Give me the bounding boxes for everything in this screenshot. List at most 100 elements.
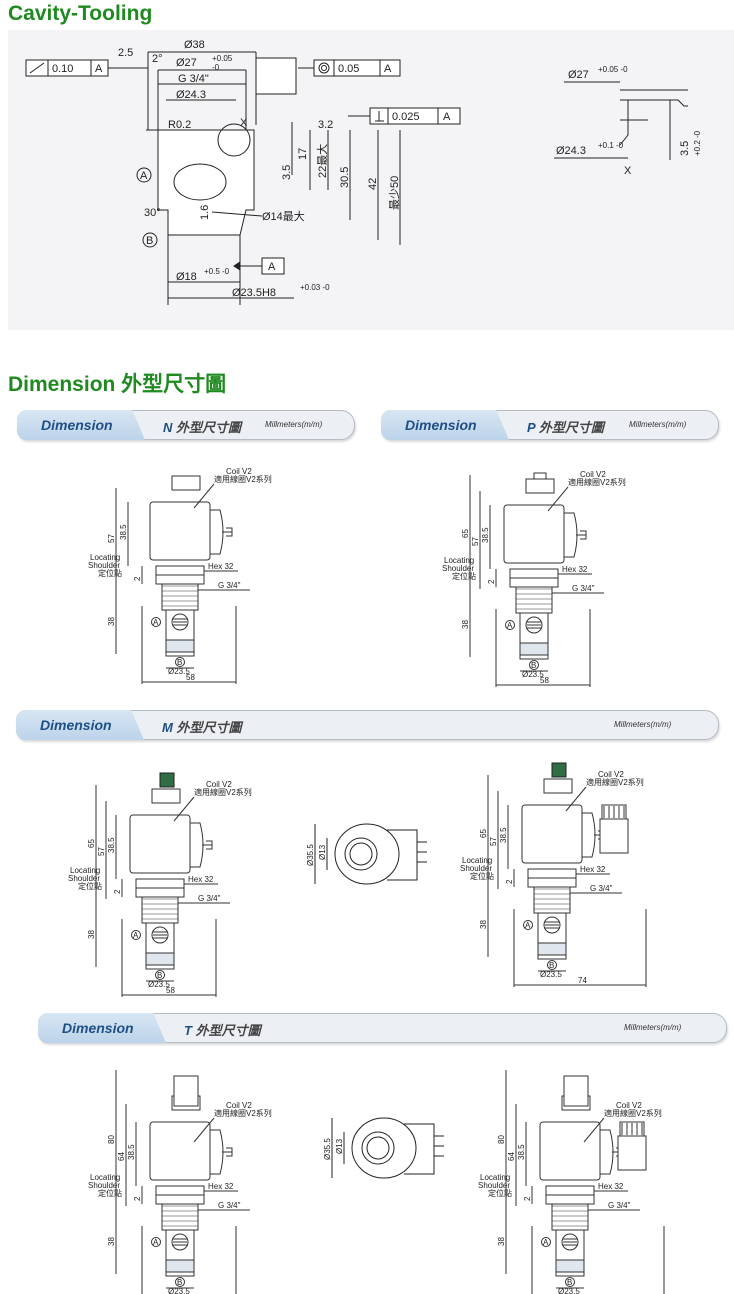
flatness-value: 0.10 xyxy=(52,63,73,75)
svg-text:Hex 32: Hex 32 xyxy=(562,565,588,574)
svg-text:57: 57 xyxy=(471,537,480,546)
svg-text:2.5: 2.5 xyxy=(118,47,133,59)
svg-text:2: 2 xyxy=(133,1196,142,1201)
svg-text:A: A xyxy=(153,1238,159,1247)
svg-text:3.5: 3.5 xyxy=(679,141,691,156)
svg-text:Ø38: Ø38 xyxy=(184,39,205,51)
svg-text:80: 80 xyxy=(107,1135,116,1144)
svg-text:38: 38 xyxy=(107,617,116,626)
svg-text:17: 17 xyxy=(297,148,309,160)
coil-top-view-t: Ø35.5 Ø13 xyxy=(323,1117,444,1179)
svg-text:2: 2 xyxy=(505,879,514,884)
cavity-drawing: 0.10 A 0.05 A 0.025 A 2.5 2° Ø38 Ø27 +0.… xyxy=(25,39,702,305)
svg-text:Coil V2: Coil V2 xyxy=(226,1101,252,1110)
svg-text:G 3/4": G 3/4" xyxy=(178,73,209,85)
svg-text:2: 2 xyxy=(523,1196,532,1201)
svg-text:Ø23.5H8: Ø23.5H8 xyxy=(232,287,276,299)
svg-text:G 3/4": G 3/4" xyxy=(218,581,241,590)
svg-text:+0.05: +0.05 xyxy=(212,54,233,63)
svg-text:適用線圈V2系列: 適用線圈V2系列 xyxy=(214,474,272,484)
svg-text:+0.5 -0: +0.5 -0 xyxy=(204,267,230,276)
svg-text:38.5: 38.5 xyxy=(499,827,508,843)
svg-text:74: 74 xyxy=(578,976,587,985)
svg-text:38: 38 xyxy=(479,920,488,929)
dimension-title: Dimension 外型尺寸圖 xyxy=(8,373,227,396)
svg-text:Locating: Locating xyxy=(90,1173,120,1182)
svg-text:65: 65 xyxy=(87,839,96,848)
coil-body xyxy=(503,504,565,564)
svg-text:Hex 32: Hex 32 xyxy=(208,1182,234,1191)
svg-text:Locating: Locating xyxy=(90,553,120,562)
svg-text:A: A xyxy=(140,170,148,182)
svg-text:64: 64 xyxy=(117,1152,126,1161)
connector-plug xyxy=(617,1135,647,1171)
svg-text:G 3/4": G 3/4" xyxy=(590,884,613,893)
flatness-tolerance-frame: 0.10 A xyxy=(25,59,148,77)
svg-text:57: 57 xyxy=(97,847,106,856)
svg-text:Ø35.5: Ø35.5 xyxy=(323,1138,332,1160)
svg-text:A: A xyxy=(525,921,531,930)
coil-body xyxy=(149,1121,211,1181)
svg-text:38.5: 38.5 xyxy=(481,527,490,543)
svg-text:Hex 32: Hex 32 xyxy=(580,865,606,874)
svg-text:A: A xyxy=(543,1238,549,1247)
svg-text:Ø27: Ø27 xyxy=(568,69,589,81)
svg-text:X: X xyxy=(624,165,632,177)
concentricity-tolerance-frame: 0.05 A xyxy=(298,59,401,77)
svg-text:Coil V2: Coil V2 xyxy=(598,770,624,779)
cavity-tooling-title: Cavity-Tooling xyxy=(8,2,153,25)
svg-text:+0.05 -0: +0.05 -0 xyxy=(598,65,628,74)
tab-dimension-n: Dimension N 外型尺寸圖 Millmeters(m/m) xyxy=(17,410,355,440)
svg-text:57: 57 xyxy=(107,534,116,543)
svg-text:Coil V2: Coil V2 xyxy=(206,780,232,789)
svg-text:定位點: 定位點 xyxy=(470,871,494,881)
svg-text:G 3/4": G 3/4" xyxy=(608,1201,631,1210)
tab-dimension-p: Dimension P 外型尺寸圖 Millmeters(m/m) xyxy=(381,410,719,440)
svg-text:B: B xyxy=(549,961,554,970)
svg-text:38: 38 xyxy=(497,1237,506,1246)
svg-text:57: 57 xyxy=(489,837,498,846)
svg-text:1.6: 1.6 xyxy=(199,205,211,220)
svg-text:Ø23.5: Ø23.5 xyxy=(168,667,190,676)
svg-text:Hex 32: Hex 32 xyxy=(598,1182,624,1191)
svg-text:Hex 32: Hex 32 xyxy=(208,562,234,571)
cavity-drawing-panel xyxy=(8,30,734,330)
svg-text:Locating: Locating xyxy=(444,556,474,565)
svg-text:A: A xyxy=(507,621,513,630)
svg-text:Ø27: Ø27 xyxy=(176,57,197,69)
svg-text:Coil V2: Coil V2 xyxy=(580,470,606,479)
svg-text:B: B xyxy=(177,658,182,667)
svg-text:30°: 30° xyxy=(144,207,161,219)
svg-text:2: 2 xyxy=(113,889,122,894)
svg-text:Coil V2: Coil V2 xyxy=(226,467,252,476)
svg-text:58: 58 xyxy=(166,986,175,995)
svg-text:G 3/4": G 3/4" xyxy=(572,584,595,593)
svg-text:38.5: 38.5 xyxy=(517,1144,526,1160)
svg-text:G 3/4": G 3/4" xyxy=(218,1201,241,1210)
svg-text:58: 58 xyxy=(540,676,549,685)
svg-text:Shoulder: Shoulder xyxy=(68,874,100,883)
svg-text:最少50: 最少50 xyxy=(388,176,401,210)
svg-text:A: A xyxy=(443,111,451,123)
svg-text:定位點: 定位點 xyxy=(98,568,122,578)
svg-text:適用線圈V2系列: 適用線圈V2系列 xyxy=(568,477,626,487)
svg-text:Ø13: Ø13 xyxy=(318,844,327,860)
svg-text:A: A xyxy=(95,63,103,75)
svg-text:Hex 32: Hex 32 xyxy=(188,875,214,884)
coil-top-view-m: Ø35.5 Ø13 xyxy=(306,823,427,885)
svg-text:38.5: 38.5 xyxy=(107,837,116,853)
svg-text:Ø23.5: Ø23.5 xyxy=(148,980,170,989)
svg-text:38.5: 38.5 xyxy=(127,1144,136,1160)
svg-text:42: 42 xyxy=(367,178,379,190)
svg-text:定位點: 定位點 xyxy=(78,881,102,891)
svg-text:B: B xyxy=(567,1278,572,1287)
svg-text:64: 64 xyxy=(507,1152,516,1161)
svg-text:2: 2 xyxy=(133,576,142,581)
svg-text:38: 38 xyxy=(107,1237,116,1246)
svg-text:B: B xyxy=(531,661,536,670)
svg-text:B: B xyxy=(177,1278,182,1287)
tab-dimension-t: Dimension T 外型尺寸圖 Millmeters(m/m) xyxy=(38,1013,727,1043)
